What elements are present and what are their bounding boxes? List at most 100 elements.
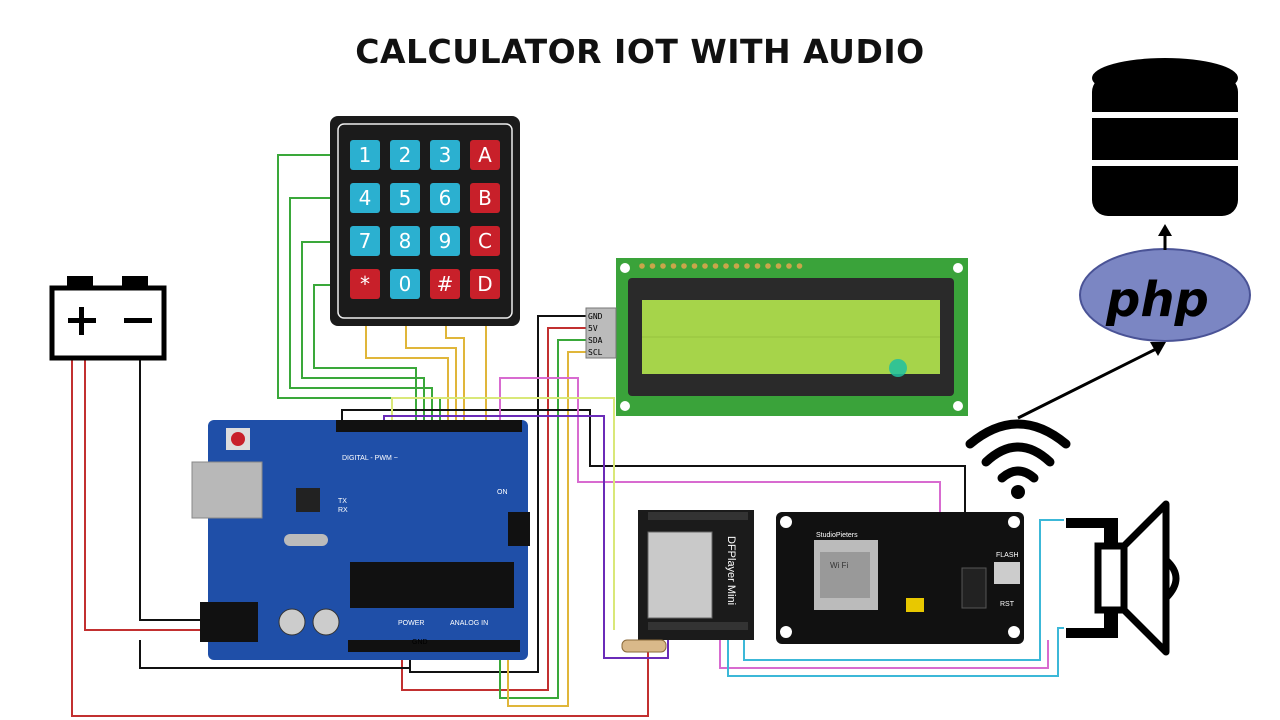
wire-keypad-g3 [301, 241, 425, 425]
wire-cyan-2 [727, 627, 1064, 677]
nodemcu-board: StudioPieters Wi Fi FLASH RST [776, 512, 1024, 644]
keypad-key [430, 269, 460, 299]
keypad-key [470, 183, 500, 213]
arrow-php-to-database [1158, 224, 1172, 250]
lcd-pin-pad [691, 263, 698, 269]
wire-pink [499, 377, 941, 512]
arduino-analog-label: ANALOG IN [450, 620, 488, 627]
keypad-key [430, 183, 460, 213]
database-icon [1092, 58, 1238, 216]
keypad-key-label: # [437, 272, 454, 296]
battery-icon [49, 276, 167, 361]
keypad-key [390, 140, 420, 170]
keypad-key [350, 140, 380, 170]
arduino-digital-label: DIGITAL - PWM ~ [342, 455, 398, 462]
cursor-indicator [889, 359, 907, 377]
lcd-pin-pad [744, 263, 750, 269]
php-logo: php [1079, 248, 1251, 342]
nodemcu-rst-label: RST [1000, 601, 1015, 608]
keypad-keys: 1 2 3 A 4 5 6 B 7 8 9 C * 0 # D [350, 140, 500, 299]
keypad-key-label: C [478, 229, 492, 253]
arduino-power-label: POWER [398, 620, 424, 627]
keypad-key [470, 269, 500, 299]
nodemcu-wifi-label: Wi Fi [830, 561, 848, 570]
php-label: php [1105, 272, 1209, 328]
lcd-pin-pad [786, 263, 792, 269]
wire-lcd-5v [401, 327, 588, 691]
arduino-gnd-label: GND [412, 639, 428, 646]
arduino-tx-label: TX [338, 498, 347, 505]
keypad-key-label: 5 [399, 186, 412, 210]
lcd-pin-pad [775, 263, 782, 269]
wire-battery-black [139, 358, 205, 621]
keypad-key-label: 4 [359, 186, 372, 210]
nodemcu-brand: StudioPieters [816, 532, 858, 539]
lcd-pin-gnd: GND [588, 312, 603, 321]
keypad-key-label: 2 [399, 143, 412, 167]
lcd-pin-pad [754, 263, 761, 269]
lcd-pin-pad [712, 263, 719, 269]
wire-keypad-g1 [277, 154, 441, 425]
keypad-key [350, 269, 380, 299]
lcd-pin-sda: SDA [588, 336, 603, 345]
keypad-key-label: 9 [439, 229, 452, 253]
arduino-rx-label: RX [338, 507, 348, 514]
keypad-key-label: 8 [399, 229, 412, 253]
wire-pink-bottom [719, 640, 1049, 669]
keypad-key [430, 226, 460, 256]
arrow-wifi-to-php [1017, 342, 1166, 420]
keypad-key [470, 140, 500, 170]
keypad-key [390, 269, 420, 299]
keypad-key [390, 226, 420, 256]
keypad-key [470, 226, 500, 256]
keypad-key-label: 1 [359, 143, 372, 167]
wire-keypad-g4 [313, 284, 417, 425]
keypad-key-label: A [478, 143, 492, 167]
arduino-uno: DIGITAL - PWM ~ POWER ANALOG IN GND ON T… [191, 420, 530, 660]
lcd-pin-5v: 5V [588, 324, 598, 333]
wire-purple [383, 415, 669, 659]
wire-lcd-scl [507, 351, 588, 707]
lcd-pin-pad [660, 263, 666, 269]
lcd-pin-pad [681, 263, 687, 269]
lcd-pin-pad [765, 263, 771, 269]
wire-lcd-sda [499, 339, 588, 699]
dfplayer-label: DFPlayer Mini [725, 536, 737, 605]
wire-lcd-gnd [409, 315, 588, 673]
lcd-pin-pad [733, 263, 740, 269]
lcd-module: GND 5V SDA SCL [585, 258, 968, 416]
keypad-key-label: 6 [439, 186, 452, 210]
dfplayer-mini: DFPlayer Mini [621, 510, 754, 653]
wire-black-speaker [139, 640, 410, 669]
keypad-key-label: * [360, 272, 370, 296]
wire-cyan-1 [743, 519, 1064, 661]
wire-keypad-y1 [365, 300, 449, 425]
nodemcu-flash-label: FLASH [996, 552, 1019, 559]
lcd-pin-scl: SCL [588, 348, 603, 357]
keypad-key-label: 0 [399, 272, 412, 296]
keypad: 1 2 3 A 4 5 6 B 7 8 9 C * 0 # D [330, 116, 520, 326]
wire-battery-red-2 [84, 358, 205, 631]
lcd-pin-pad [723, 263, 729, 269]
wire-battery-red [71, 358, 649, 717]
wire-black-top [341, 409, 966, 512]
keypad-key [430, 140, 460, 170]
wire-keypad-g2 [289, 197, 433, 425]
speaker-icon [1066, 500, 1180, 656]
keypad-key-label: 7 [359, 229, 372, 253]
keypad-key [350, 183, 380, 213]
diagram-title: CALCULATOR IOT WITH AUDIO [355, 32, 925, 71]
lcd-pin-pad [670, 263, 677, 269]
keypad-key-label: B [478, 186, 492, 210]
arduino-on-label: ON [497, 489, 508, 496]
keypad-key-label: 3 [439, 143, 452, 167]
lcd-pin-pad [639, 263, 645, 269]
lcd-pin-pad [702, 263, 708, 269]
keypad-key-label: D [477, 272, 492, 296]
wifi-icon [965, 419, 1071, 499]
wire-lime [391, 397, 615, 630]
lcd-pin-pad [796, 263, 803, 269]
keypad-key [390, 183, 420, 213]
